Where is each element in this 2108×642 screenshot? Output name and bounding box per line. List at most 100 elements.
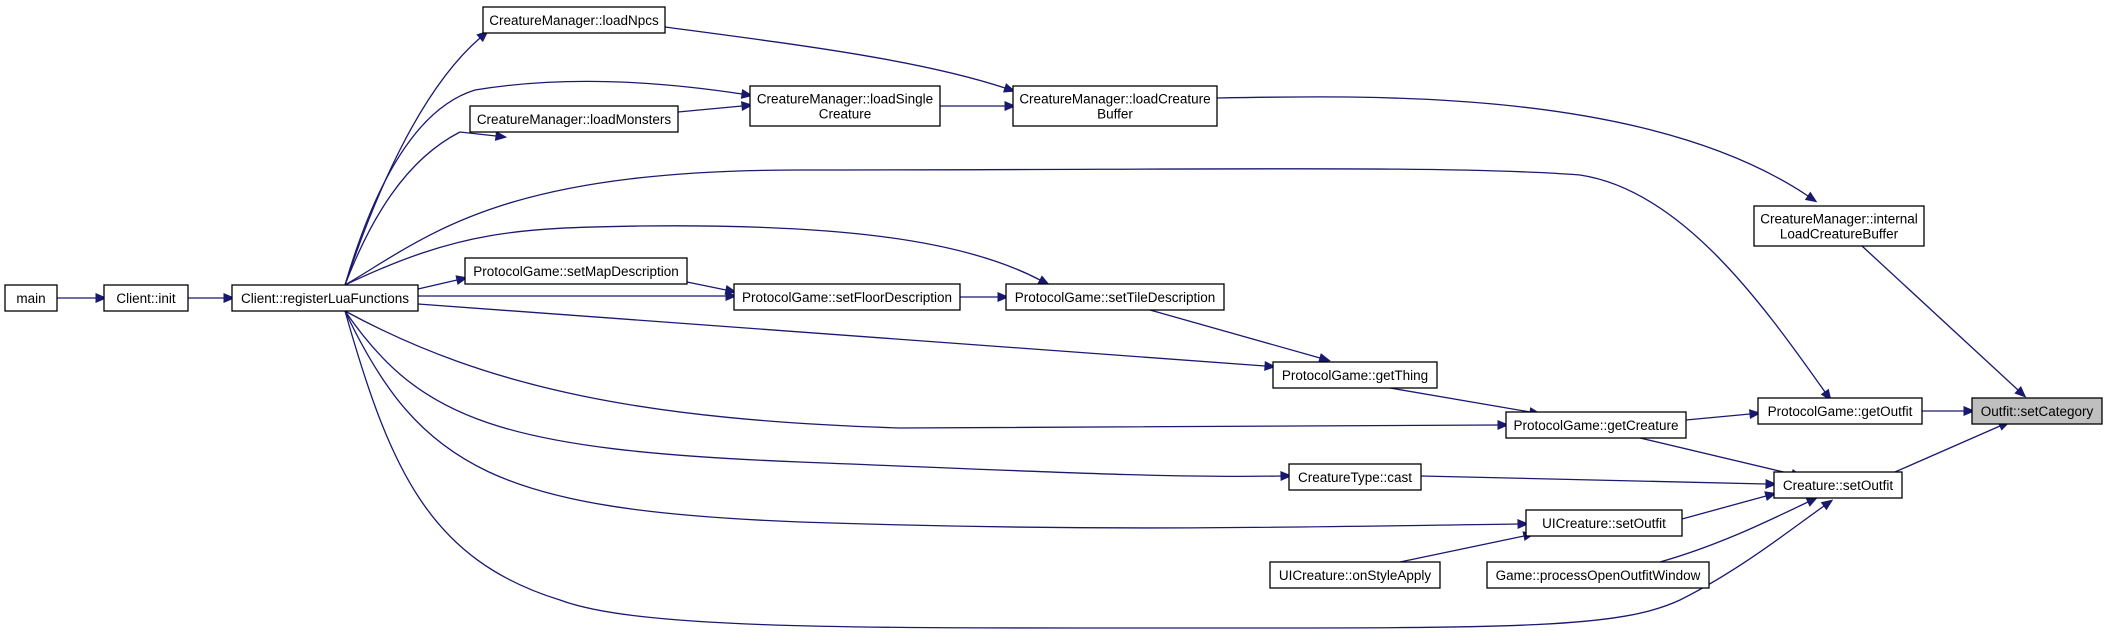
arrowhead: [1820, 499, 1834, 511]
node-label: CreatureType::cast: [1298, 470, 1412, 485]
arrowhead: [1002, 83, 1016, 93]
node-load-monsters[interactable]: CreatureManager::loadMonsters: [469, 105, 679, 133]
node-get-thing[interactable]: ProtocolGame::getThing: [1272, 361, 1438, 389]
arrowhead: [494, 130, 508, 141]
arrowhead: [1749, 409, 1762, 419]
edge-line: [344, 225, 1041, 286]
node-box: [1486, 561, 1710, 589]
edge-line: [344, 310, 1499, 429]
edge-load-monsters-to-load-single: [677, 101, 754, 113]
arrowhead: [1805, 497, 1819, 507]
node-label: CreatureManager::internal: [1760, 212, 1918, 227]
node-label: UICreature::onStyleApply: [1279, 568, 1432, 583]
node-box: [733, 283, 961, 311]
nodes: main Client::init Client::registerLuaFunct…: [4, 6, 2103, 589]
arrowhead: [1280, 471, 1293, 481]
arrowhead: [2014, 385, 2027, 398]
edge-ui-on-style-to-ui-set-outfit: [1399, 531, 1536, 563]
edge-main-to-client-init: [57, 293, 108, 303]
arrowhead: [1765, 479, 1778, 489]
node-box: [1505, 411, 1687, 439]
node-box: [1773, 471, 1903, 499]
edge-line: [344, 131, 497, 286]
node-box: [1269, 561, 1441, 589]
node-set-map-desc[interactable]: ProtocolGame::setMapDescription: [464, 257, 688, 285]
node-label: CreatureManager::loadCreature: [1019, 92, 1210, 107]
edge-line: [1681, 495, 1767, 520]
edge-register-lua-to-load-single: [344, 80, 754, 286]
edge-register-lua-to-set-tile-desc: [344, 225, 1051, 286]
node-box: [1757, 397, 1923, 425]
edge-get-creature-to-get-outfit: [1685, 409, 1762, 421]
node-game-process[interactable]: Game::processOpenOutfitWindow: [1486, 561, 1710, 589]
arrowhead: [455, 275, 468, 285]
arrowhead: [740, 88, 754, 99]
node-get-creature[interactable]: ProtocolGame::getCreature: [1505, 411, 1687, 439]
edge-line: [344, 80, 743, 286]
edge-line: [344, 310, 1825, 629]
edge-set-floor-desc-to-set-tile-desc: [960, 292, 1010, 302]
arrowhead: [1318, 353, 1331, 363]
edge-get-outfit-to-set-category: [1922, 406, 1976, 416]
node-label: UICreature::setOutfit: [1542, 516, 1666, 531]
node-internal-load[interactable]: CreatureManager::internalLoadCreatureBuf…: [1753, 205, 1925, 247]
edge-register-lua-to-get-creature: [344, 310, 1510, 430]
arrowhead: [1764, 491, 1777, 501]
node-set-floor-desc[interactable]: ProtocolGame::setFloorDescription: [733, 283, 961, 311]
edge-register-lua-to-creature-set-outfit: [344, 310, 1834, 629]
node-box: [231, 284, 419, 312]
edge-load-single-to-load-buffer: [940, 101, 1017, 111]
arrowhead: [724, 285, 738, 295]
node-label: ProtocolGame::setFloorDescription: [742, 290, 952, 305]
edge-line: [664, 26, 1006, 89]
edge-line: [1685, 413, 1751, 421]
node-ui-on-style[interactable]: UICreature::onStyleApply: [1269, 561, 1441, 589]
node-ui-set-outfit[interactable]: UICreature::setOutfit: [1525, 509, 1683, 537]
edge-game-process-to-creature-set-outfit: [1659, 497, 1819, 563]
node-label: Creature: [819, 107, 872, 122]
edge-line: [344, 168, 1826, 393]
node-box: [1012, 85, 1218, 127]
node-label: CreatureManager::loadSingle: [757, 92, 933, 107]
node-label: Outfit::setCategory: [1981, 404, 2094, 419]
node-box: [482, 6, 666, 34]
edge-line: [1894, 425, 2001, 473]
node-box: [1753, 205, 1925, 247]
node-box: [1288, 463, 1422, 491]
node-main[interactable]: main: [4, 284, 58, 312]
node-label: Creature::setOutfit: [1783, 478, 1894, 493]
edge-set-tile-desc-to-get-thing: [1149, 309, 1331, 363]
node-label: Buffer: [1097, 107, 1133, 122]
node-load-npcs[interactable]: CreatureManager::loadNpcs: [482, 6, 666, 34]
node-set-category[interactable]: Outfit::setCategory: [1971, 397, 2103, 425]
node-creature-type-cast[interactable]: CreatureType::cast: [1288, 463, 1422, 491]
node-set-tile-desc[interactable]: ProtocolGame::setTileDescription: [1005, 283, 1225, 311]
node-register-lua[interactable]: Client::registerLuaFunctions: [231, 284, 419, 312]
edge-register-lua-to-ui-set-outfit: [344, 310, 1530, 529]
node-label: Client::registerLuaFunctions: [241, 291, 409, 306]
edge-line: [1399, 535, 1525, 563]
node-get-outfit[interactable]: ProtocolGame::getOutfit: [1757, 397, 1923, 425]
edge-load-npcs-to-load-buffer: [664, 26, 1016, 93]
node-client-init[interactable]: Client::init: [103, 284, 189, 312]
arrowhead: [1497, 420, 1510, 430]
arrowhead: [223, 293, 236, 303]
edge-creature-set-outfit-to-set-category: [1894, 421, 2011, 473]
edge-register-lua-to-set-floor-desc: [418, 291, 738, 301]
node-label: CreatureManager::loadMonsters: [477, 112, 672, 127]
edge-line: [1389, 387, 1531, 413]
edge-line: [344, 310, 1282, 478]
arrowhead: [1004, 101, 1017, 111]
node-creature-set-outfit[interactable]: Creature::setOutfit: [1773, 471, 1903, 499]
edge-line: [1659, 501, 1809, 563]
node-label: LoadCreatureBuffer: [1780, 227, 1899, 242]
node-label: ProtocolGame::setMapDescription: [473, 264, 679, 279]
edge-set-map-desc-to-set-floor-desc: [686, 281, 738, 295]
node-label: CreatureManager::loadNpcs: [489, 13, 659, 28]
node-box: [103, 284, 189, 312]
arrowhead: [95, 293, 108, 303]
edge-line: [1639, 437, 1793, 475]
edge-register-lua-to-load-npcs: [344, 30, 489, 286]
